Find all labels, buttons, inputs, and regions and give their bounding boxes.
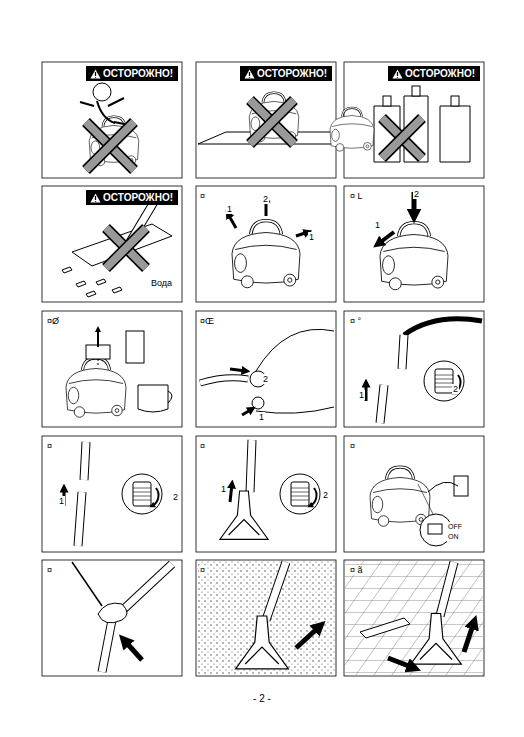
callout-number: 2 xyxy=(413,189,420,199)
warning-band: ОСТОРОЖНО! xyxy=(388,66,480,81)
hand-grip-illustration xyxy=(72,562,172,672)
warning-band: ОСТОРОЖНО! xyxy=(86,66,178,81)
warning-text: ОСТОРОЖНО! xyxy=(405,68,475,79)
panel-frame xyxy=(42,62,182,178)
panel-frame xyxy=(344,186,484,302)
callout-number: 1 xyxy=(220,484,227,494)
warning-band: ОСТОРОЖНО! xyxy=(86,190,178,205)
panel-frame xyxy=(42,311,182,427)
panel-frame xyxy=(344,560,484,676)
panel-number: ¤ xyxy=(349,441,356,451)
panel-number: ¤ xyxy=(199,191,206,201)
panel-frame xyxy=(196,311,336,427)
panel-number: ¤ xyxy=(46,441,53,451)
switch-label: OFF xyxy=(447,522,463,532)
carpet-cleaning-illustration xyxy=(197,561,335,675)
page-number: - 2 - xyxy=(252,694,272,704)
panel-frame xyxy=(42,560,182,676)
callout-number: 2 xyxy=(322,490,329,500)
warning-icon xyxy=(90,193,101,203)
callout-number: 1 xyxy=(258,412,265,422)
panel-number: ¤ ã xyxy=(349,565,364,575)
nozzle-attach-illustration xyxy=(220,440,320,539)
hose-connect-illustration xyxy=(200,329,334,415)
fill-water-illustration xyxy=(66,329,172,417)
warning-text: ОСТОРОЖНО! xyxy=(103,192,173,203)
callout-number: 2 xyxy=(262,194,269,204)
lid-close-illustration xyxy=(378,192,448,290)
panel-frame xyxy=(344,311,484,427)
panel-frame xyxy=(344,436,484,552)
callout-number: 1 xyxy=(58,496,65,506)
power-on-illustration xyxy=(370,467,468,546)
warning-text: ОСТОРОЖНО! xyxy=(103,68,173,79)
callout-number: 1 xyxy=(374,220,381,230)
warning-table-illustration xyxy=(198,93,334,144)
panel-number: ¤ L xyxy=(349,191,364,201)
warning-text: ОСТОРОЖНО! xyxy=(257,68,327,79)
panel-frame xyxy=(42,436,182,552)
panel-frame xyxy=(196,436,336,552)
panel-frame xyxy=(196,62,336,178)
callout-number: 1 xyxy=(308,232,315,242)
callout-number: 2 xyxy=(172,492,179,502)
panel-number: ¤Œ xyxy=(199,316,215,326)
warning-band: ОСТОРОЖНО! xyxy=(240,66,332,81)
callout-number: 1 xyxy=(358,390,365,400)
lid-open-illustration xyxy=(228,198,308,288)
warning-child-illustration xyxy=(80,83,139,170)
label-text: Вода xyxy=(150,278,173,288)
warning-icon xyxy=(392,69,403,79)
panel-number: ¤ xyxy=(199,441,206,451)
callout-number: 2 xyxy=(262,374,269,384)
callout-number: 2 xyxy=(452,384,459,394)
panel-frame xyxy=(196,560,336,676)
switch-label: ON xyxy=(447,532,460,542)
panel-number: ¤ ° xyxy=(349,316,362,326)
warning-icon xyxy=(244,69,255,79)
floor-cleaning-illustration xyxy=(345,561,483,675)
warning-chemicals-illustration xyxy=(330,86,470,162)
warning-icon xyxy=(90,69,101,79)
panel-number: ¤ xyxy=(199,565,206,575)
panel-frame xyxy=(196,186,336,302)
panel-number: ¤Ø xyxy=(46,316,60,326)
callout-number: 1 xyxy=(226,204,233,214)
tube-handle-illustration xyxy=(366,319,482,423)
panel-number: ¤ xyxy=(46,565,53,575)
tube-join-illustration xyxy=(64,442,162,546)
panel-frame xyxy=(42,186,182,302)
